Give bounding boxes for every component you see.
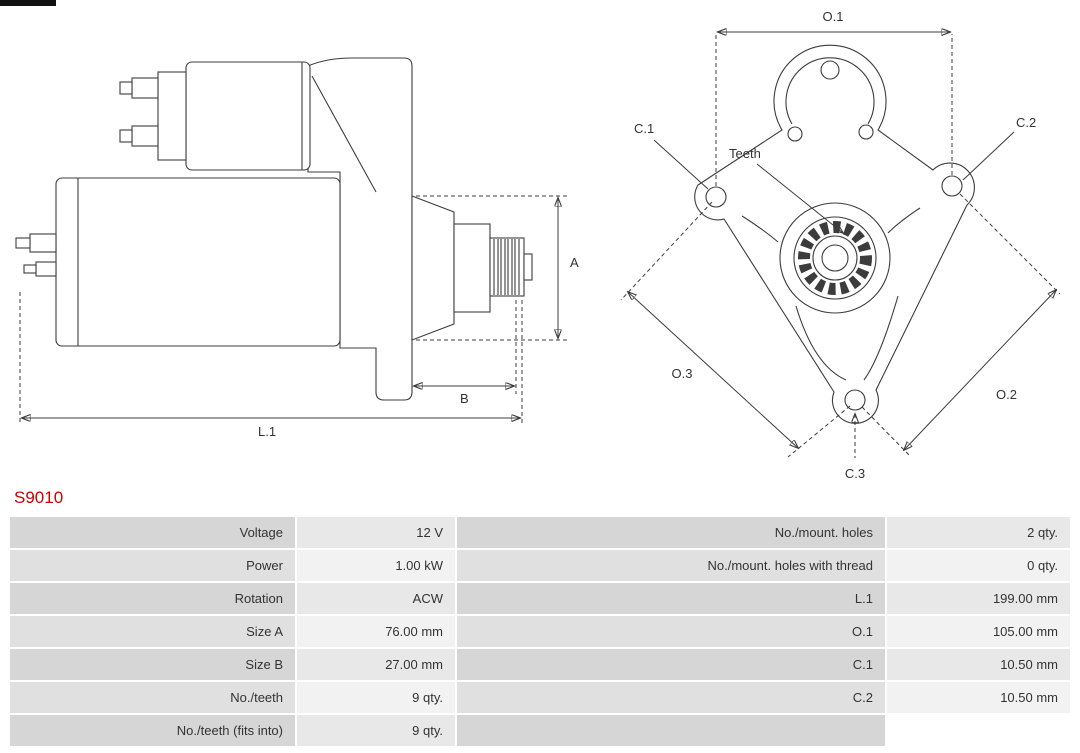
- table-row: Size B 27.00 mm C.1 10.50 mm: [10, 649, 1070, 680]
- dim-label-a: A: [570, 255, 579, 270]
- body-terminal-1b: [15, 237, 31, 249]
- table-row: No./teeth (fits into) 9 qty.: [10, 715, 1070, 746]
- solenoid-terminal-2b: [119, 129, 133, 143]
- spec-label: Voltage: [10, 517, 295, 548]
- dim-label-o2: O.2: [996, 387, 1017, 402]
- spec-value: 199.00 mm: [887, 583, 1070, 614]
- rib-line-3: [795, 305, 847, 381]
- spec-label: Rotation: [10, 583, 295, 614]
- spec-value: 2 qty.: [887, 517, 1070, 548]
- spec-label: C.2: [457, 682, 885, 713]
- spec-label: Power: [10, 550, 295, 581]
- spec-label: No./mount. holes with thread: [457, 550, 885, 581]
- table-row: Rotation ACW L.1 199.00 mm: [10, 583, 1070, 614]
- pinion-gear: [489, 237, 525, 297]
- body-terminal-2: [35, 261, 57, 277]
- dim-label-l1: L.1: [258, 424, 276, 439]
- table-row: No./teeth 9 qty. C.2 10.50 mm: [10, 682, 1070, 713]
- pinion-teeth-hatch: [493, 239, 520, 295]
- corner-artifact: [0, 0, 56, 6]
- spec-label: L.1: [457, 583, 885, 614]
- spec-value: 27.00 mm: [297, 649, 455, 680]
- table-row: Voltage 12 V No./mount. holes 2 qty.: [10, 517, 1070, 548]
- solenoid: [185, 61, 311, 171]
- table-row: Power 1.00 kW No./mount. holes with thre…: [10, 550, 1070, 581]
- spec-label: [457, 715, 885, 746]
- dome-hole: [820, 60, 840, 80]
- dim-c1-leader: [653, 139, 709, 190]
- dim-label-c3: C.3: [845, 466, 865, 481]
- spec-value: 0 qty.: [887, 550, 1070, 581]
- dim-label-c1: C.1: [634, 121, 654, 136]
- spec-value: ACW: [297, 583, 455, 614]
- dim-o2-ext-top: [959, 193, 1061, 295]
- spec-label: No./mount. holes: [457, 517, 885, 548]
- table-row: Size A 76.00 mm O.1 105.00 mm: [10, 616, 1070, 647]
- part-number: S9010: [14, 488, 64, 507]
- end-view: O.1 C.1 C.2 Teeth O.3 O.2 C.3: [620, 9, 1061, 481]
- solenoid-terminal-2: [131, 125, 159, 147]
- motor-body: [55, 177, 341, 347]
- mount-hole-c2: [941, 175, 963, 197]
- side-view: A B L.1: [15, 57, 579, 439]
- body-terminal-1: [29, 233, 57, 253]
- spec-label: No./teeth (fits into): [10, 715, 295, 746]
- teeth-arrow: [756, 163, 843, 233]
- dome-inner-arc: [785, 57, 875, 125]
- spec-value: 9 qty.: [297, 715, 455, 746]
- dim-o3-line: [628, 292, 798, 448]
- dim-o3-ext-top: [620, 201, 713, 301]
- spec-value: [887, 715, 1070, 746]
- rib-line-4: [863, 295, 899, 381]
- spec-value: 12 V: [297, 517, 455, 548]
- shaft-cylinder: [453, 223, 491, 313]
- solenoid-terminal-1b: [119, 81, 133, 95]
- spec-value: 9 qty.: [297, 682, 455, 713]
- spec-label: No./teeth: [10, 682, 295, 713]
- spec-value: 1.00 kW: [297, 550, 455, 581]
- rib-line-2: [887, 207, 921, 234]
- solenoid-cap: [157, 71, 187, 161]
- rib-line-1: [741, 215, 779, 243]
- dim-label-o1: O.1: [823, 9, 844, 24]
- mount-hole-c1: [705, 186, 727, 208]
- technical-drawings: A B L.1: [15, 9, 1061, 481]
- spec-label: Size A: [10, 616, 295, 647]
- spec-value: 10.50 mm: [887, 649, 1070, 680]
- spec-value: 76.00 mm: [297, 616, 455, 647]
- spec-label: Size B: [10, 649, 295, 680]
- spec-label: C.1: [457, 649, 885, 680]
- small-hole-left: [787, 126, 803, 142]
- spec-label: O.1: [457, 616, 885, 647]
- small-hole-right: [858, 124, 874, 140]
- dim-o2-line: [904, 290, 1056, 450]
- drive-housing: [307, 57, 413, 401]
- spec-value: 105.00 mm: [887, 616, 1070, 647]
- dim-label-o3: O.3: [672, 366, 693, 381]
- shaft-tip: [523, 253, 533, 281]
- mount-hole-c3: [844, 389, 866, 411]
- dim-label-b: B: [460, 391, 469, 406]
- solenoid-terminal-1: [131, 77, 159, 99]
- dim-label-c2: C.2: [1016, 115, 1036, 130]
- specs-table: Voltage 12 V No./mount. holes 2 qty. Pow…: [8, 515, 1072, 748]
- gear-bore-circle: [821, 244, 849, 272]
- dim-o2-ext-bottom: [861, 406, 911, 457]
- gear-cone: [411, 195, 455, 341]
- housing-detail-line: [311, 75, 377, 193]
- spec-value: 10.50 mm: [887, 682, 1070, 713]
- dim-c2-leader: [962, 131, 1015, 181]
- teeth-label: Teeth: [729, 146, 761, 161]
- body-terminal-2b: [23, 264, 37, 274]
